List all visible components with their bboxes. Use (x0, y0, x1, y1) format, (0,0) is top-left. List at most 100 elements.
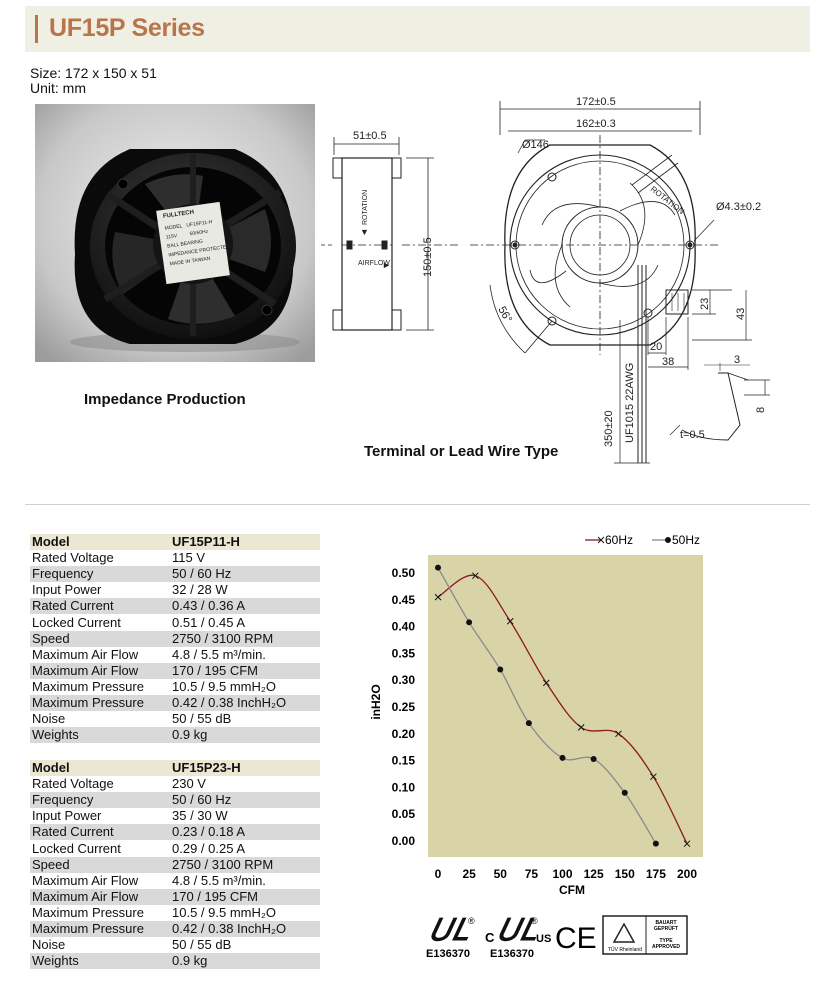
data-point-x-marker (683, 840, 691, 848)
spec-key: Maximum Pressure (32, 904, 144, 920)
data-point-dot-marker (525, 720, 532, 727)
front-rotation-label: ROTATION (649, 184, 686, 216)
spec-value: 0.42 / 0.38 InchH₂O (170, 920, 320, 938)
spec-key: Model (30, 534, 170, 551)
size-info: Size: 172 x 150 x 51 Unit: mm (30, 66, 157, 96)
depth-dimension: 51±0.5 (353, 130, 387, 142)
spec-value: 50 / 60 Hz (170, 566, 320, 583)
drawing-caption: Terminal or Lead Wire Type (364, 443, 559, 460)
x-tick-label: 75 (525, 867, 539, 881)
pressure-flow-chart: 0.000.050.100.150.200.250.300.350.400.45… (369, 533, 703, 897)
angle-dimension: 56° (495, 305, 514, 325)
side-rotation-label: ROTATION (362, 190, 369, 225)
x-axis-label: CFM (559, 883, 585, 897)
section-divider (25, 504, 810, 505)
data-point-dot-marker (435, 564, 441, 571)
photo-brand: FULLTECH (163, 210, 195, 220)
svg-text:𝑈𝐿: 𝑈𝐿 (430, 914, 469, 947)
bauart-line: GEPRÜFT (654, 925, 678, 932)
wire-spec: UF1015 22AWG (624, 363, 636, 443)
photo-label-line: MADE IN TAIWAN (169, 256, 211, 268)
bauart-line: BAUART (655, 920, 676, 926)
dim-23: 23 (699, 298, 711, 310)
data-point-x-marker (434, 593, 442, 601)
spec-value: UF15P23-H (170, 760, 320, 777)
spec-value: 2750 / 3100 RPM (170, 856, 320, 873)
spec-row: Maximum Pressure 10.5 / 9.5 mmH₂O (30, 905, 320, 921)
y-tick-label: 0.40 (392, 620, 416, 634)
airflow-arrow-icon: ► (382, 260, 391, 270)
photo-label-line: UF15P11-H (186, 219, 213, 229)
terminal-thickness: t=0.5 (680, 429, 705, 441)
width-inner-dimension: 162±0.3 (576, 118, 616, 130)
spec-key: Maximum Pressure (32, 678, 144, 694)
spec-key: Maximum Pressure (30, 694, 170, 712)
spec-key: Rated Current (30, 598, 170, 615)
spec-value: 50 / 55 dB (172, 937, 232, 953)
y-tick-label: 0.25 (392, 700, 416, 714)
spec-key: Speed (30, 856, 170, 873)
photo-label-line: 50/60Hz (189, 229, 209, 238)
spec-key: Maximum Air Flow (30, 888, 170, 905)
plot-area (428, 555, 703, 857)
spec-key: Model (30, 760, 170, 777)
y-tick-label: 0.10 (392, 780, 416, 794)
data-point-dot-marker (497, 666, 504, 673)
data-point-x-marker (577, 724, 585, 731)
ul-logo: 𝑈𝐿 ® E136370 (426, 914, 475, 960)
spec-key: Maximum Air Flow (30, 662, 170, 679)
spec-value: 115 V (172, 550, 206, 566)
tuv-triangle-icon (612, 922, 636, 943)
dimension-drawing: 51±0.5 150±0.5 ROTATION AIRFLOW ▼ ► (320, 96, 770, 464)
spec-value: 10.5 / 9.5 mmH₂O (172, 678, 277, 694)
svg-text:®: ® (531, 916, 538, 926)
spec-value: 4.8 / 5.5 m³/min. (172, 646, 266, 662)
spec-key: Weights (30, 727, 170, 744)
spec-value: 10.5 / 9.5 mmH₂O (172, 904, 277, 920)
data-point-dot-marker (590, 755, 597, 762)
y-tick-label: 0.00 (392, 834, 416, 848)
spec-key: Noise (32, 711, 66, 727)
lead-length-dimension: 350±20 (603, 410, 615, 447)
spec-value: 0.29 / 0.25 A (172, 840, 246, 856)
y-tick-label: 0.35 (392, 646, 416, 660)
bauart-line: APPROVED (652, 944, 680, 950)
spec-key: Maximum Air Flow (32, 872, 139, 888)
data-point-x-marker (650, 773, 657, 781)
spec-value: 230 V (172, 776, 206, 792)
unit-line: Unit: mm (30, 80, 86, 96)
data-point-x-marker (615, 730, 622, 738)
data-point-x-marker (542, 679, 550, 687)
certification-logos: 𝑈𝐿 ® E136370 C 𝑈𝐿 ® US E136370 CE TÜV Rh… (426, 914, 688, 960)
cul-file-number: E136370 (490, 948, 534, 960)
fan-photo: FULLTECH MODEL UF15P11-H 115V 50/60Hz BA… (35, 104, 315, 362)
spec-key: Rated Current (30, 824, 170, 841)
svg-text:𝑈𝐿: 𝑈𝐿 (498, 914, 537, 947)
spec-value: 0.23 / 0.18 A (170, 824, 320, 841)
y-tick-label: 0.15 (392, 754, 416, 768)
x-tick-label: 175 (646, 867, 666, 881)
hole-diameter-dimension: Ø4.3±0.2 (716, 201, 761, 213)
legend-dot-marker (665, 537, 671, 543)
dim-43: 43 (735, 308, 747, 320)
legend-label: 60Hz (605, 533, 633, 547)
spec-value: UF15P11-H (170, 534, 320, 551)
y-tick-label: 0.45 (392, 593, 416, 607)
spec-value: 50 / 60 Hz (170, 792, 320, 809)
